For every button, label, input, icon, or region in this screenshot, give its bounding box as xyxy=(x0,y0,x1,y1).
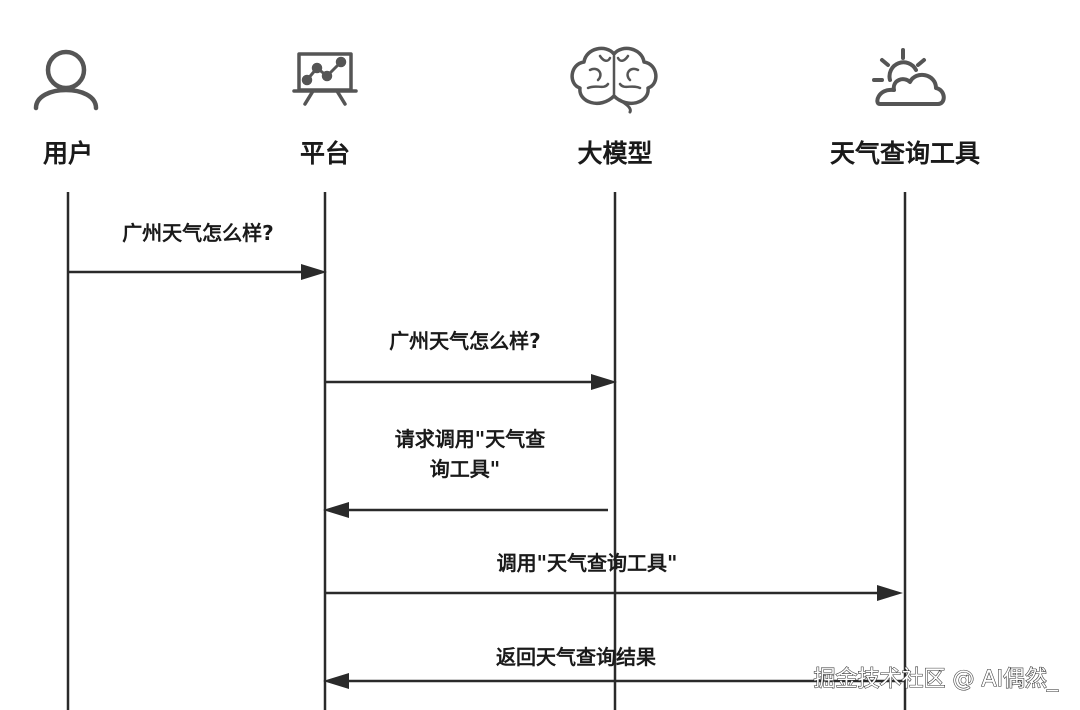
message-2-label: 广州天气怎么样? xyxy=(389,329,541,353)
watermark: 掘金技术社区 @ AI偶然_ xyxy=(813,667,1059,692)
user-icon xyxy=(33,49,99,111)
message-5-arrowhead xyxy=(323,673,349,689)
brain-icon xyxy=(570,46,658,114)
message-1-arrowhead xyxy=(301,264,327,280)
message-3-arrowhead xyxy=(323,502,349,518)
participant-label-platform: 平台 xyxy=(300,139,350,168)
message-3: 请求调用"天气查 询工具" xyxy=(323,427,608,518)
participant-label-weather-tool: 天气查询工具 xyxy=(830,139,980,168)
message-5: 返回天气查询结果 xyxy=(323,645,905,689)
participant-label-user: 用户 xyxy=(43,139,93,168)
message-3-label-line-2: 询工具" xyxy=(430,457,500,481)
message-1-label: 广州天气怎么样? xyxy=(122,221,274,245)
message-4-arrowhead xyxy=(877,585,903,601)
weather-sun-cloud-icon xyxy=(872,48,946,106)
message-2: 广州天气怎么样? xyxy=(325,329,617,390)
presentation-board-icon xyxy=(292,52,358,106)
message-5-label: 返回天气查询结果 xyxy=(496,645,656,669)
message-2-arrowhead xyxy=(591,374,617,390)
message-4: 调用"天气查询工具" xyxy=(325,551,903,601)
message-1: 广州天气怎么样? xyxy=(68,221,327,280)
message-4-label: 调用"天气查询工具" xyxy=(497,551,678,575)
participant-label-llm: 大模型 xyxy=(577,139,652,168)
message-3-label-line-1: 请求调用"天气查 xyxy=(395,427,545,451)
